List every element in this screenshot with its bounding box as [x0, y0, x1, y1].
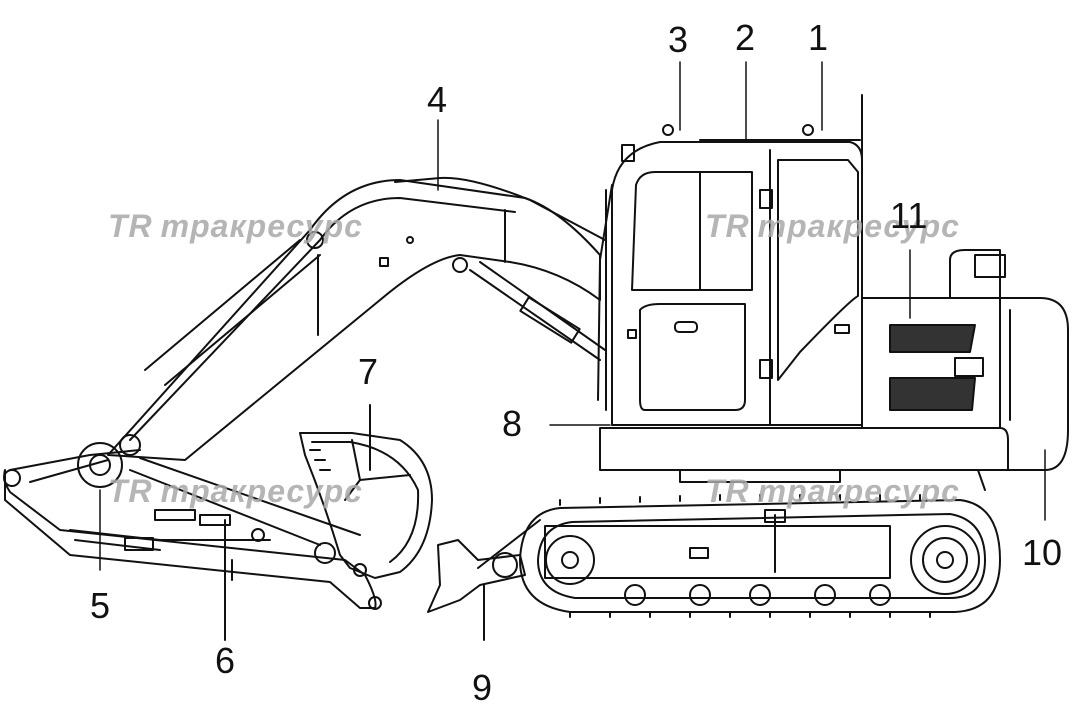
callout-6: 6	[215, 640, 236, 681]
callout-5: 5	[90, 585, 111, 626]
leader-lines	[99, 61, 1046, 571]
watermark-text: тракресурс	[160, 208, 363, 244]
callout-9: 9	[472, 667, 493, 708]
boom-cylinder	[144, 239, 606, 386]
callout-3: 3	[668, 19, 689, 60]
watermark-logo: TR	[108, 473, 153, 509]
upper-structure	[599, 249, 1069, 491]
callout-2: 2	[735, 17, 756, 58]
callout-7: 7	[358, 351, 379, 392]
watermark-text: тракресурс	[757, 208, 960, 244]
track-assembly	[519, 494, 1001, 618]
callout-11: 11	[890, 195, 928, 236]
watermark-logo: TR	[705, 473, 750, 509]
boom	[107, 176, 606, 461]
callout-4: 4	[427, 79, 448, 120]
watermark-logo: TR	[108, 208, 153, 244]
callout-10: 10	[1022, 532, 1063, 573]
operator-cab	[597, 94, 863, 426]
watermark-logo: TR	[705, 208, 750, 244]
watermark-text: тракресурс	[160, 473, 363, 509]
dozer-blade	[427, 519, 541, 641]
bucket	[299, 404, 433, 610]
arm	[3, 434, 377, 609]
watermark-text: тракресурс	[757, 473, 960, 509]
callout-1: 1	[808, 17, 829, 58]
callout-8: 8	[502, 403, 523, 444]
